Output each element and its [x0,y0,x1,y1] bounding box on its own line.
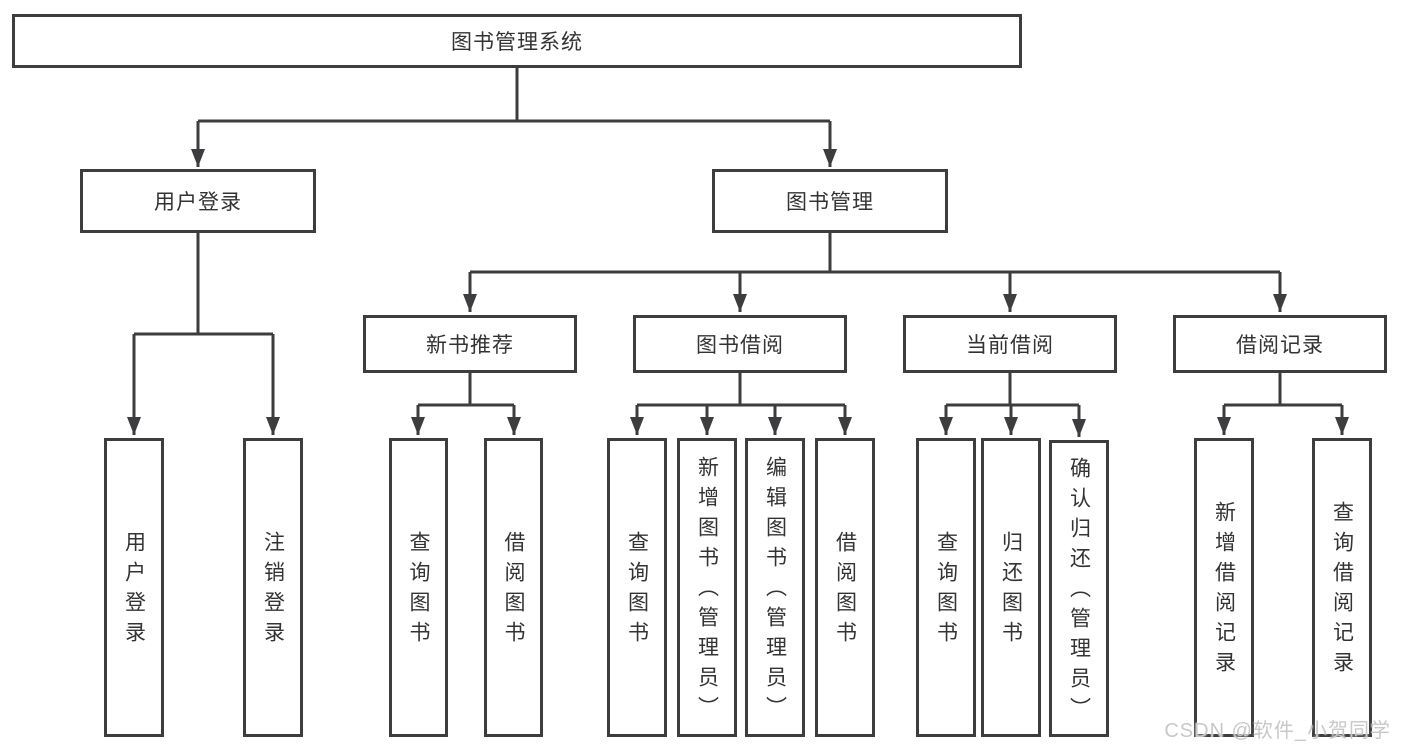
leaf-return-book: 归还图书 [981,438,1041,737]
node-root: 图书管理系统 [12,14,1022,68]
leaf-borrow-book-recommend: 借阅图书 [484,438,543,737]
node-book-management: 图书管理 [712,169,948,233]
leaf-query-book-borrow: 查询图书 [607,438,667,737]
leaf-query-borrow-record: 查询借阅记录 [1312,438,1372,737]
leaf-borrow-book: 借阅图书 [815,438,875,737]
leaf-logout: 注销登录 [243,438,303,737]
node-current-borrow: 当前借阅 [903,315,1117,373]
leaf-user-login: 用户登录 [104,438,164,737]
node-book-borrow: 图书借阅 [633,315,847,373]
leaf-add-borrow-record: 新增借阅记录 [1194,438,1254,737]
leaf-query-book-current: 查询图书 [916,438,976,737]
node-new-book-recommend: 新书推荐 [363,315,577,373]
node-borrow-record: 借阅记录 [1173,315,1387,373]
leaf-query-book-recommend: 查询图书 [389,438,448,737]
leaf-edit-book-admin: 编辑图书（管理员） [745,438,805,737]
csdn-watermark: CSDN @软件_小贺同学 [1164,720,1391,742]
node-user-login: 用户登录 [80,169,316,233]
leaf-add-book-admin: 新增图书（管理员） [677,438,737,737]
leaf-confirm-return-admin: 确认归还（管理员） [1049,440,1109,737]
